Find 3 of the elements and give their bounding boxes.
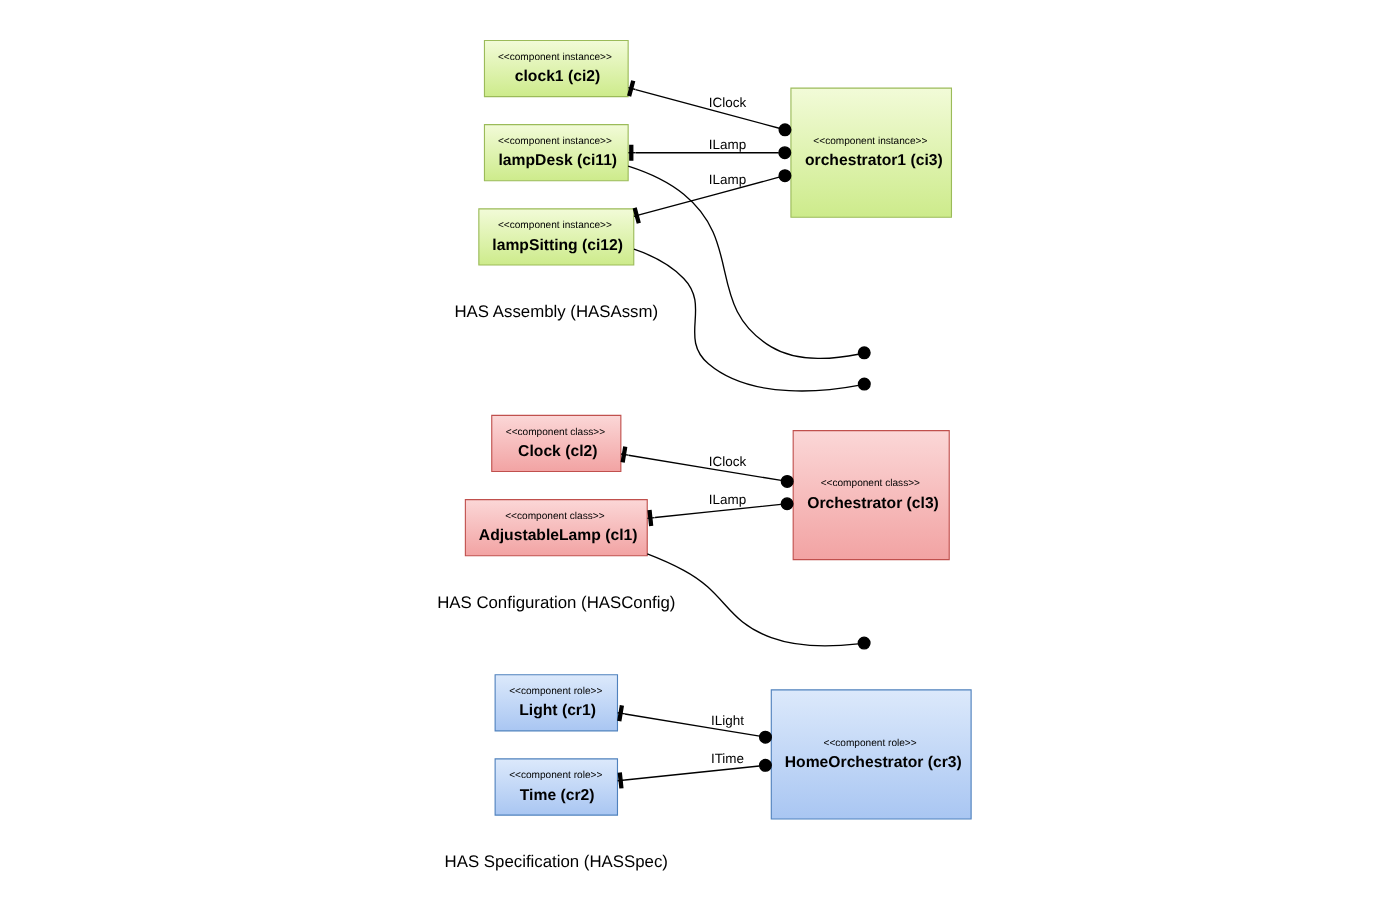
label: HAS Specification (HASSpec) (444, 850, 668, 871)
label: HAS Configuration (HASConfig) (437, 590, 676, 611)
label: HAS Assembly (HASAssm) (454, 300, 659, 321)
